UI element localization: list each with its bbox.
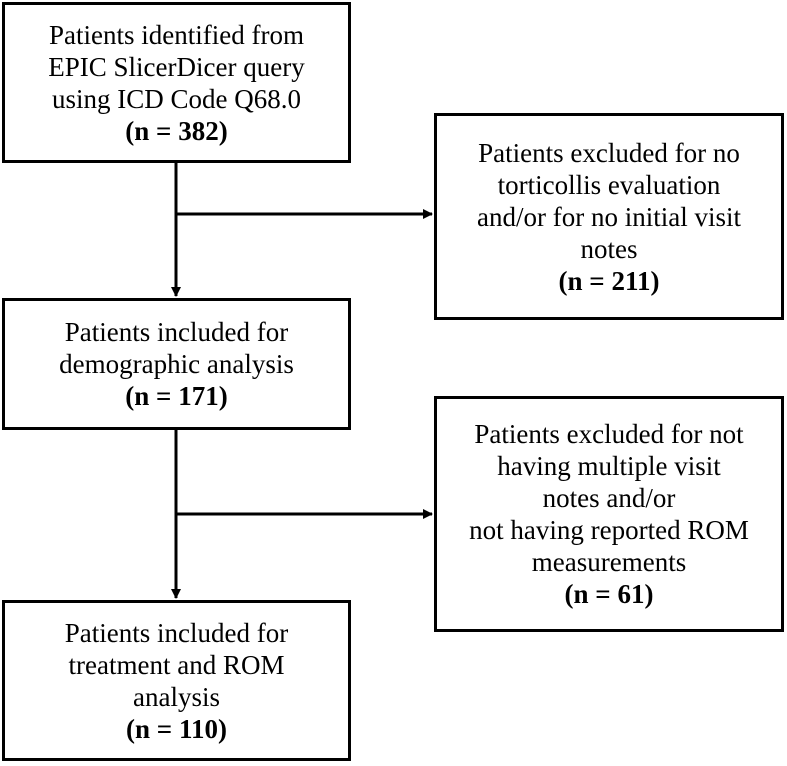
box-count: (n = 171) [125,381,228,411]
box-text-line: torticollis evaluation [497,169,721,200]
box-text-line: treatment and ROM [68,649,285,680]
box-text-line: and/or for no initial visit [477,201,741,232]
box-patients-identified: Patients identified from EPIC SlicerDice… [2,2,351,163]
box-text-line: demographic analysis [59,349,294,379]
box-text-line: having multiple visit [497,451,721,481]
box-text-line: notes and/or [542,483,676,513]
box-text-line: Patients included for [64,317,289,347]
box-count: (n = 382) [125,115,228,146]
box-text-line: EPIC SlicerDicer query [48,51,305,82]
box-text-line: Patients included for [64,617,289,648]
box-text-line: notes [580,233,638,264]
box-text-line: analysis [133,681,220,712]
box-patients-treatment-rom: Patients included for treatment and ROM … [2,600,351,761]
box-count: (n = 110) [126,713,227,744]
box-count: (n = 61) [564,579,654,609]
box-text-line: Patients identified from [49,19,304,50]
box-text-line: not having reported ROM [469,515,749,545]
box-count: (n = 211) [558,265,660,296]
box-text-line: measurements [531,547,687,577]
box-patients-excluded-no-evaluation: Patients excluded for no torticollis eva… [434,113,784,320]
box-patients-excluded-no-rom: Patients excluded for not having multipl… [434,396,784,632]
box-patients-demographic: Patients included for demographic analys… [2,298,351,430]
box-text-line: using ICD Code Q68.0 [52,83,301,114]
box-text-line: Patients excluded for not [474,419,744,449]
box-text-line: Patients excluded for no [478,137,740,168]
